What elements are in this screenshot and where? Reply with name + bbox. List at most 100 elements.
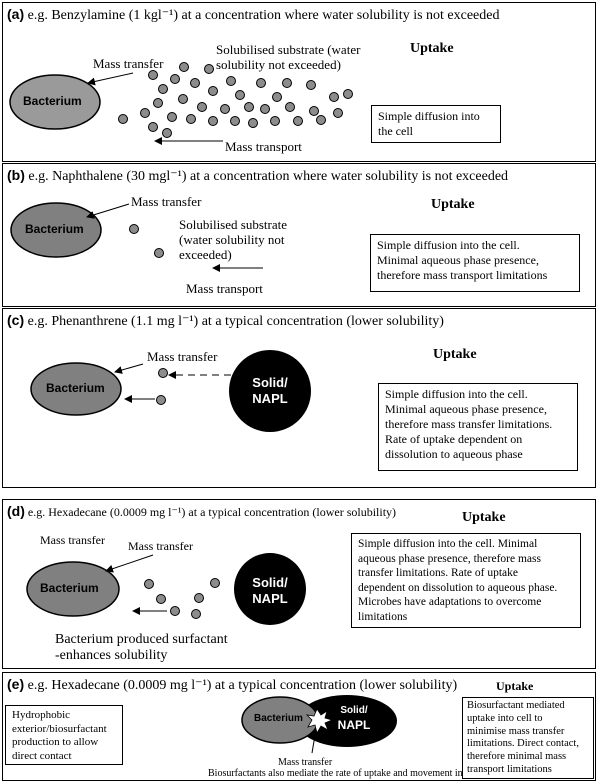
napl-label: Solid/ NAPL [240, 575, 300, 607]
panel-letter: (a) [7, 6, 25, 22]
panel-letter: (c) [7, 312, 25, 328]
napl-droplet [297, 695, 397, 747]
box-line: exterior/biosurfactant [12, 722, 107, 735]
mass-transfer-label: Mass transfer [128, 539, 193, 553]
napl-label: Solid/ NAPL [240, 375, 300, 407]
box-line: transport limitations [467, 763, 552, 775]
panel-title-text: e.g. Phenanthrene (1.1 mg l⁻¹) at a typi… [27, 314, 444, 329]
mass-transport-label: Mass transport [225, 139, 302, 154]
substrate-molecules [129, 224, 164, 258]
panel-title-text: e.g. Hexadecane (0.0009 mg l⁻¹) at a typ… [27, 678, 458, 693]
bacterium-cell [9, 74, 101, 130]
box-line: transfer limitations. Rate of uptake [358, 567, 518, 579]
solubilised-substrate-label-line2: solubility not exceeded) [216, 57, 341, 72]
mass-transfer-arrow [105, 554, 154, 573]
napl-label-line: Solid/ [252, 575, 288, 590]
panel-letter: (e) [7, 676, 25, 692]
napl-label-line: NAPL [337, 718, 371, 732]
box-line: Hydrophobic [12, 709, 71, 721]
uptake-heading: Uptake [410, 41, 454, 56]
panel-a-drawing [9, 62, 353, 145]
napl-label: Solid/ NAPL [329, 703, 379, 733]
mass-transfer-arrow [87, 72, 134, 86]
mass-transfer-label: Mass transfer [131, 194, 202, 209]
solubilised-substrate-label-line1: Solubilised substrate [179, 217, 287, 232]
box-line: dependent on dissolution to aqueous phas… [358, 581, 558, 594]
panel-d: (d) e.g. Hexadecane (0.0009 mg l⁻¹) at a… [2, 499, 596, 669]
panel-c-drawing [30, 350, 311, 432]
panel-c: (c) e.g. Phenanthrene (1.1 mg l⁻¹) at a … [2, 308, 596, 488]
box-line: Biosurfactant mediated [467, 700, 565, 711]
solubilised-substrate-label-line2: (water solubility not [179, 232, 285, 247]
panel-c-title: (c) e.g. Phenanthrene (1.1 mg l⁻¹) at a … [7, 312, 444, 330]
box-line: therefore minimal mass [467, 751, 567, 763]
mass-transfer-label: Mass transfer [93, 56, 164, 71]
uptake-description-box: Simple diffusion into the cell [371, 105, 501, 143]
uptake-heading: Uptake [433, 347, 477, 362]
uptake-heading: Uptake [431, 197, 475, 212]
mass-transport-label: Mass transport [186, 281, 263, 296]
box-line: minimise mass transfer [467, 725, 565, 737]
mass-transfer-arrow [86, 203, 130, 219]
solubilised-substrate-label-line3: exceeded) [179, 247, 232, 262]
bacterium-label: Bacterium [23, 94, 82, 108]
biosurfactant-contact-burst [305, 708, 334, 735]
box-line: production to allow [12, 736, 99, 748]
box-line: Simple diffusion into the cell. Minimal [358, 538, 538, 550]
box-line: therefore mass transfer limitations. [385, 417, 553, 431]
panel-e-title: (e) e.g. Hexadecane (0.0009 mg l⁻¹) at a… [7, 676, 457, 694]
substrate-molecules [144, 578, 220, 619]
box-line: limitations [358, 610, 408, 623]
substrate-molecules [118, 62, 353, 138]
panel-letter: (d) [7, 503, 25, 519]
uptake-description-box: Simple diffusion into the cell. Minimal … [351, 533, 581, 628]
contact-description-box: Hydrophobic exterior/biosurfactant produ… [5, 705, 123, 765]
napl-label-line: Solid/ [252, 375, 288, 390]
bacterium-cell [26, 561, 120, 617]
bacterium-label: Bacterium [40, 581, 99, 595]
box-line: dissolution to aqueous phase [385, 447, 523, 461]
panel-a-title: (a) e.g. Benzylamine (1 kgl⁻¹) at a conc… [7, 6, 500, 24]
napl-label-line: NAPL [252, 591, 288, 606]
substrate-molecules [156, 368, 168, 405]
panel-e: (e) e.g. Hexadecane (0.0009 mg l⁻¹) at a… [2, 672, 596, 781]
surfactant-label-line2: -enhances solubility [55, 648, 168, 663]
bacterium-cell [30, 362, 122, 416]
panel-title-text: e.g. Naphthalene (30 mgl⁻¹) at a concent… [28, 169, 509, 184]
panel-letter: (b) [7, 167, 25, 183]
uptake-heading: Uptake [462, 510, 506, 525]
napl-droplet [229, 350, 311, 432]
mass-transfer-pointer [311, 728, 317, 754]
mass-transfer-label-left: Mass transfer [40, 533, 105, 547]
box-line: limitations. Direct contact, [467, 738, 579, 750]
box-line: therefore mass transport limitations [377, 268, 548, 282]
bacterium-label: Bacterium [254, 713, 303, 724]
panel-a: (a) e.g. Benzylamine (1 kgl⁻¹) at a conc… [2, 2, 596, 162]
panel-b-title: (b) e.g. Naphthalene (30 mgl⁻¹) at a con… [7, 167, 508, 185]
box-line: Microbes have adaptations to overcome [358, 596, 542, 608]
box-line: aqueous phase presence, therefore mass [358, 552, 541, 565]
panel-b: (b) e.g. Naphthalene (30 mgl⁻¹) at a con… [2, 163, 596, 307]
mass-transfer-arrow [114, 363, 144, 374]
box-line: direct contact [12, 749, 72, 762]
box-line: Minimal aqueous phase presence, [385, 402, 547, 416]
bacterium-cell [10, 202, 102, 258]
box-line: Simple diffusion into the cell. [377, 238, 520, 252]
solubilised-substrate-label-line1: Solubilised substrate (water [216, 42, 361, 57]
bacterium-label: Bacterium [46, 381, 105, 395]
uptake-description-box: Simple diffusion into the cell. Minimal … [378, 383, 578, 471]
box-line: Rate of uptake dependent on [385, 432, 523, 446]
uptake-description-box: Biosurfactant mediated uptake into cell … [462, 697, 594, 779]
mass-transfer-label: Mass transfer [147, 349, 218, 364]
uptake-description-box: Simple diffusion into the cell. Minimal … [370, 234, 580, 292]
box-line: Minimal aqueous phase presence, [377, 253, 539, 267]
box-line: uptake into cell to [467, 712, 543, 724]
surfactant-label-line1: Bacterium produced surfactant [55, 632, 228, 647]
panel-e-drawing [241, 695, 397, 754]
box-line: Simple diffusion into [378, 109, 480, 123]
box-line: the cell [378, 124, 413, 138]
napl-label-line: Solid/ [340, 705, 368, 716]
panel-d-drawing [26, 553, 306, 625]
panel-b-drawing [10, 202, 263, 272]
napl-label-line: NAPL [252, 391, 288, 406]
